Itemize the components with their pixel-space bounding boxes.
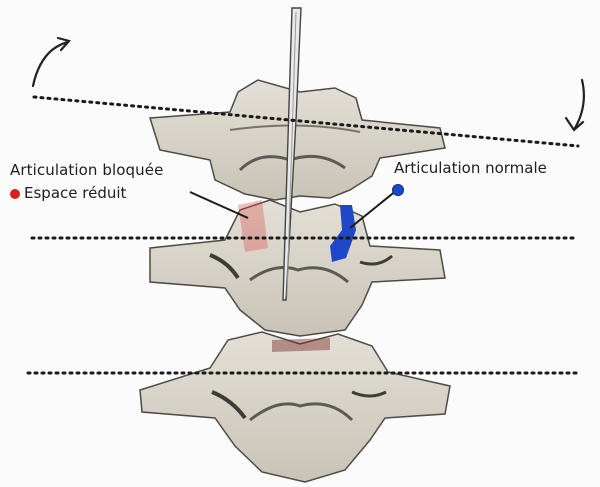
pointer-line-right [350,190,397,228]
middle-vertebra [150,200,445,336]
lower-vertebra [140,332,450,482]
reduced-space-marker [10,189,20,199]
curved-arrow-up-icon [33,38,69,86]
curved-arrow-down-icon [566,80,584,130]
reduced-space-label: Espace réduit [24,186,126,201]
blocked-joint-label: Articulation bloquée [10,163,163,178]
normal-joint-label: Articulation normale [394,161,547,176]
normal-marker-dot [393,185,404,196]
